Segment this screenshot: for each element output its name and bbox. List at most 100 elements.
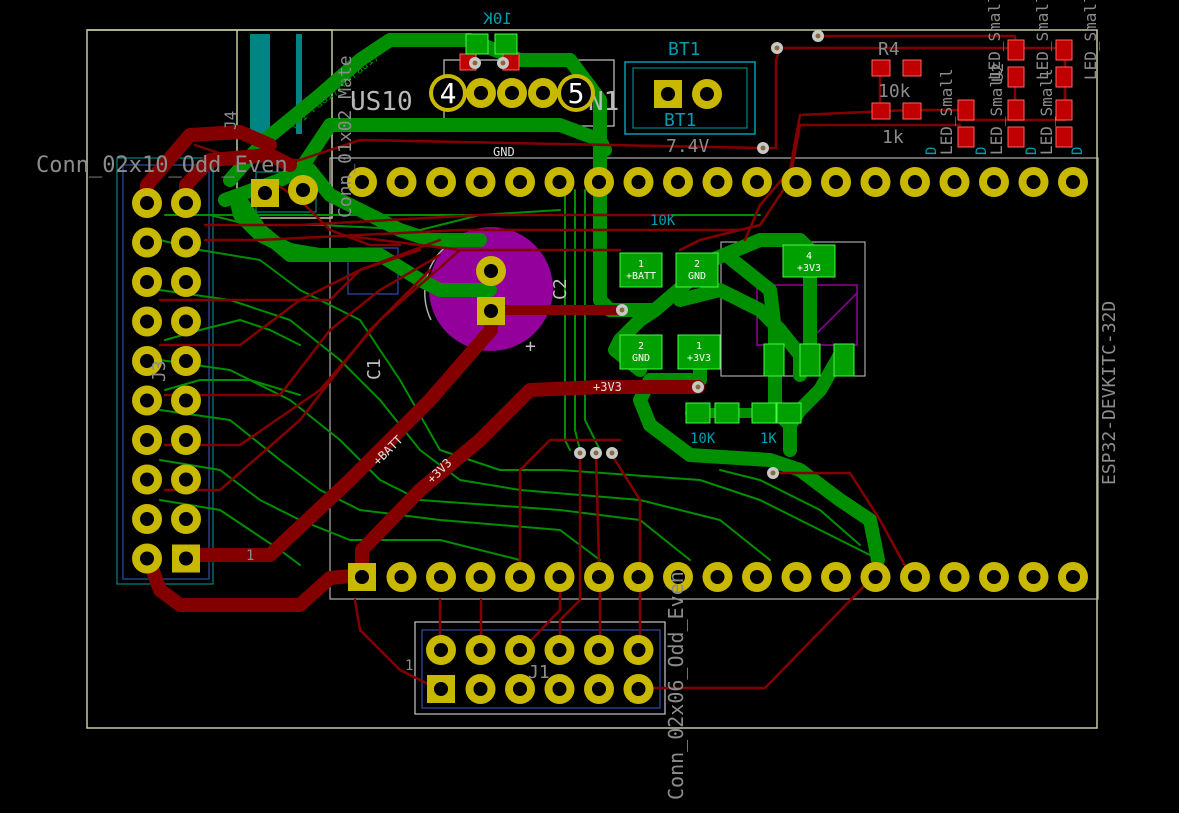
esp32-pin-bottom bbox=[900, 562, 930, 592]
esp32-pin-top bbox=[623, 167, 654, 197]
u1-pad1-net: +BATT bbox=[626, 271, 656, 282]
u1-pad1-number: 1 bbox=[638, 259, 644, 270]
c2-label: C2 bbox=[550, 278, 571, 300]
j4-label: J4 bbox=[221, 111, 240, 130]
esp32-pin-top bbox=[1058, 167, 1088, 197]
esp32-pin-bottom bbox=[1018, 562, 1049, 592]
vias bbox=[469, 30, 824, 479]
header-2x10-pin bbox=[132, 425, 162, 455]
esp32-pin-bottom bbox=[505, 562, 535, 592]
us10-pin bbox=[497, 78, 527, 108]
j4-pin bbox=[288, 175, 318, 205]
led-small-6-label: LED_Small bbox=[1081, 0, 1100, 80]
u1-pad3-number: 2 bbox=[638, 341, 644, 352]
header-2x10-pin bbox=[171, 267, 201, 297]
through-hole-pads bbox=[132, 78, 1088, 704]
r-10k-top-label: 10K bbox=[483, 9, 512, 28]
pin1-bottom-marker: 1 bbox=[405, 658, 413, 674]
led-small-5-label: LED_Small bbox=[1037, 68, 1056, 155]
conn-02x06-label: Conn_02x06_Odd_Even bbox=[664, 571, 688, 800]
header-2x6-pin bbox=[623, 674, 654, 704]
smd-pads-front bbox=[465, 33, 855, 424]
esp32-pin-bottom bbox=[386, 562, 417, 592]
header-2x6-pin bbox=[505, 635, 535, 665]
j3-label: J3 bbox=[149, 360, 170, 382]
us10-pin bbox=[528, 78, 558, 108]
header-2x10-pin bbox=[132, 267, 162, 297]
pin-5-label: 5 bbox=[568, 77, 585, 110]
header-2x6-pin bbox=[584, 674, 614, 704]
header-2x10-pin bbox=[132, 385, 162, 416]
u1-pad2-number: 2 bbox=[694, 259, 700, 270]
via bbox=[590, 447, 602, 459]
u1-pad4-number: 1 bbox=[696, 341, 702, 352]
esp32-pin-top bbox=[860, 167, 891, 197]
esp32-pin-top bbox=[821, 167, 851, 197]
esp32-pin-bottom bbox=[742, 562, 772, 592]
conn-01x02-mate-label: Conn_01x02_Mate bbox=[335, 55, 356, 218]
esp32-pin-top bbox=[939, 167, 970, 197]
esp32-pin-bottom bbox=[348, 563, 376, 591]
esp32-pin-top bbox=[386, 167, 417, 197]
capacitor-pin bbox=[477, 297, 505, 325]
via bbox=[692, 381, 704, 393]
via bbox=[606, 447, 618, 459]
esp32-pin-bottom bbox=[623, 562, 654, 592]
us10-pin bbox=[466, 78, 496, 108]
back-silkscreen-text: 10K BT1 BT1 7.4V 10K 1K 10K D D D D bbox=[483, 9, 1086, 447]
bt1-value-ref-label: BT1 bbox=[664, 110, 697, 131]
esp32-pin-bottom bbox=[584, 562, 614, 592]
header-2x6-pin bbox=[427, 675, 455, 703]
esp32-pin-bottom bbox=[860, 562, 891, 592]
esp32-pin-top bbox=[505, 167, 535, 197]
header-2x10-pin bbox=[171, 227, 201, 258]
reg-pad-net: +3V3 bbox=[797, 263, 821, 274]
esp32-pin-top bbox=[900, 167, 930, 197]
esp32-pin-top bbox=[584, 167, 614, 197]
bt1-pin bbox=[692, 79, 722, 109]
esp32-pin-top bbox=[465, 167, 496, 197]
header-2x10-pin bbox=[132, 306, 162, 337]
esp32-pin-top bbox=[979, 167, 1009, 197]
header-2x10-pin bbox=[171, 504, 201, 534]
u1-pad4-net: +3V3 bbox=[687, 353, 711, 364]
header-2x10-pin bbox=[171, 464, 201, 495]
header-2x6-pin bbox=[544, 674, 575, 704]
conn-02x10-label: Conn_02x10_Odd_Even bbox=[36, 153, 288, 178]
u1-pad2-net: GND bbox=[688, 271, 706, 282]
esp32-pin-top bbox=[781, 167, 812, 197]
esp32-pin-top bbox=[426, 167, 456, 197]
u1-pad3-net: GND bbox=[632, 353, 650, 364]
d-label-3: D bbox=[1024, 147, 1040, 155]
j1-label: J1 bbox=[528, 662, 550, 683]
header-2x6-pin bbox=[544, 635, 575, 665]
r4-value-label: 10k bbox=[878, 81, 911, 102]
big-numbered-pads: 4 5 bbox=[429, 74, 595, 112]
header-2x10-pin bbox=[171, 306, 201, 337]
esp32-pin-bottom bbox=[821, 562, 851, 592]
d-label-4: D bbox=[1070, 147, 1086, 155]
r4-ref-label: R4 bbox=[878, 39, 900, 60]
led-small-3-label: LED_Small bbox=[987, 68, 1006, 155]
via bbox=[771, 42, 783, 54]
via bbox=[767, 467, 779, 479]
bt1-value-label: 7.4V bbox=[666, 136, 710, 157]
via bbox=[757, 142, 769, 154]
header-2x6-pin bbox=[623, 635, 654, 665]
via bbox=[469, 57, 481, 69]
header-2x10-pin bbox=[132, 543, 162, 574]
c1-label: C1 bbox=[364, 358, 385, 380]
led-small-1-label: LED_Small bbox=[937, 68, 956, 155]
header-2x6-pin bbox=[465, 674, 496, 704]
esp32-pin-top bbox=[1018, 167, 1049, 197]
esp32-pin-bottom bbox=[939, 562, 970, 592]
esp32-pin-bottom bbox=[781, 562, 812, 592]
header-2x10-pin bbox=[132, 188, 162, 218]
r-1k-label: 1k bbox=[882, 127, 904, 148]
bt1-ref-label: BT1 bbox=[668, 39, 701, 60]
via bbox=[812, 30, 824, 42]
led-small-2-label: LED_Small bbox=[985, 0, 1004, 80]
vcc-trace-label-horizontal: +3V3 bbox=[593, 380, 622, 394]
header-2x6-pin bbox=[426, 635, 456, 665]
